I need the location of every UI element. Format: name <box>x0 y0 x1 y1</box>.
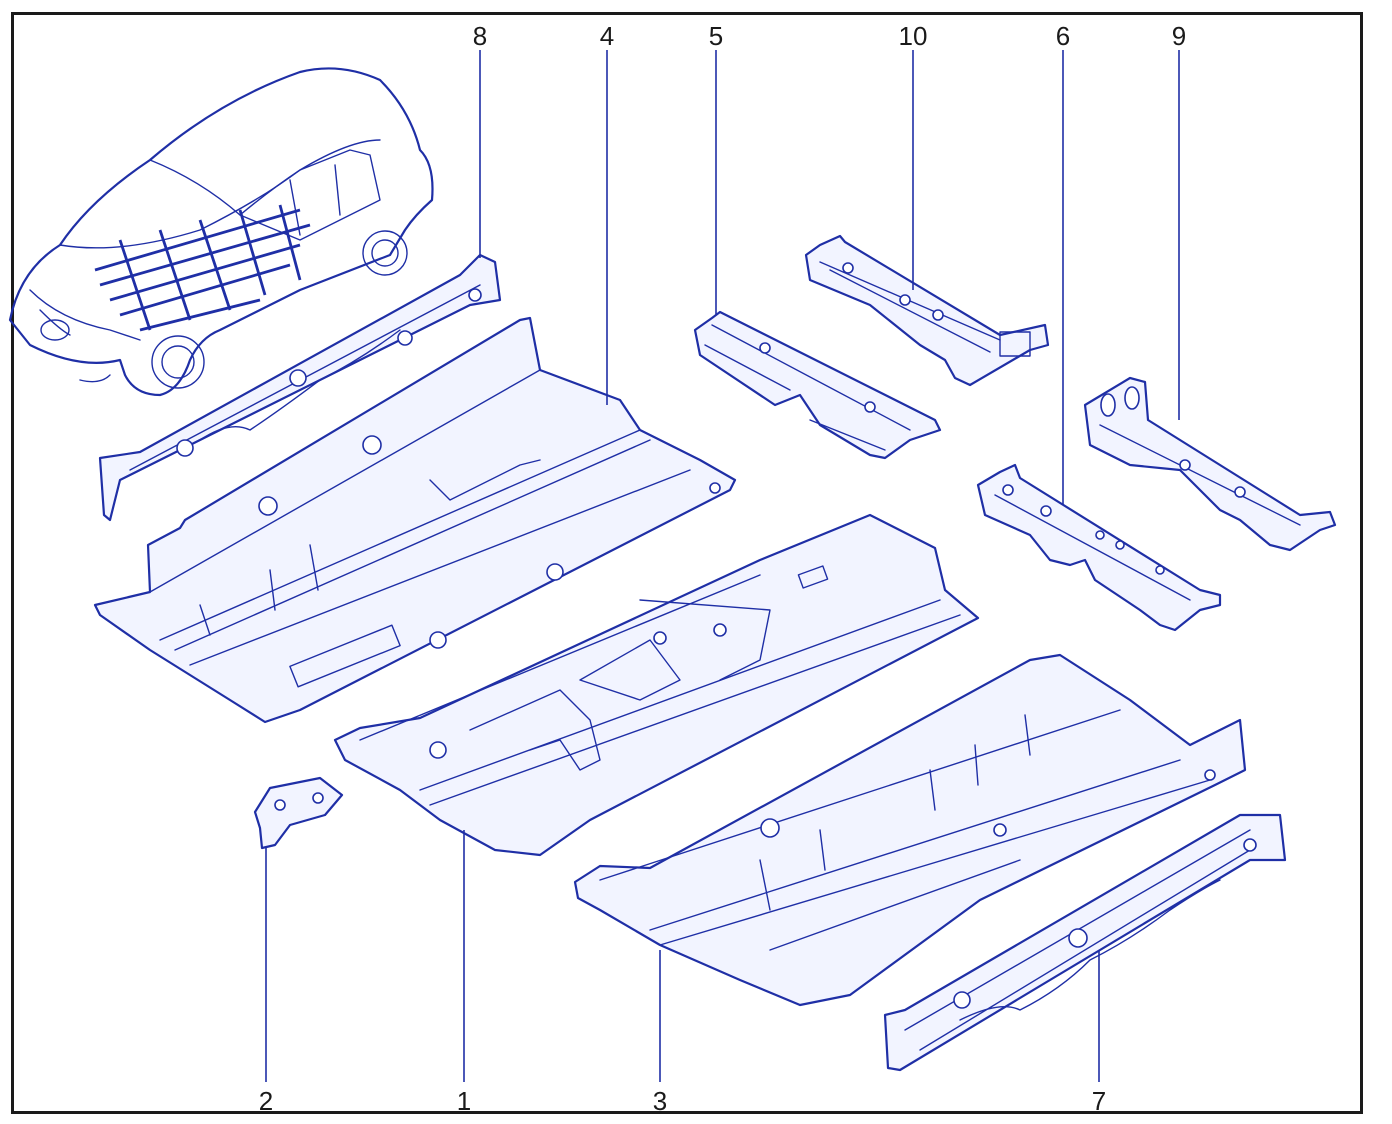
part-9-rear-side-member <box>1083 376 1337 552</box>
callout-5: 5 <box>708 21 724 51</box>
callout-6: 6 <box>1055 21 1071 51</box>
part-3-right-floor <box>573 653 1247 1007</box>
part-6-crossmember <box>976 463 1222 632</box>
part-2-bracket <box>253 776 344 850</box>
part-10-rear-crossmember <box>804 234 1050 387</box>
part-5-crossmember <box>693 310 942 460</box>
callout-3: 3 <box>652 1086 668 1116</box>
part-1-central-floor <box>333 513 980 857</box>
callout-1: 1 <box>456 1086 472 1116</box>
callout-2: 2 <box>258 1086 274 1116</box>
callout-4: 4 <box>599 21 615 51</box>
callout-7: 7 <box>1091 1086 1107 1116</box>
part-8-left-sill <box>98 253 502 522</box>
callout-8: 8 <box>472 21 488 51</box>
callout-9: 9 <box>1171 21 1187 51</box>
leader-lines <box>265 50 1180 1082</box>
part-4-front-floor <box>93 316 737 724</box>
vehicle-illustration <box>8 67 434 397</box>
part-7-right-sill <box>883 813 1287 1072</box>
callout-10: 10 <box>898 21 928 51</box>
